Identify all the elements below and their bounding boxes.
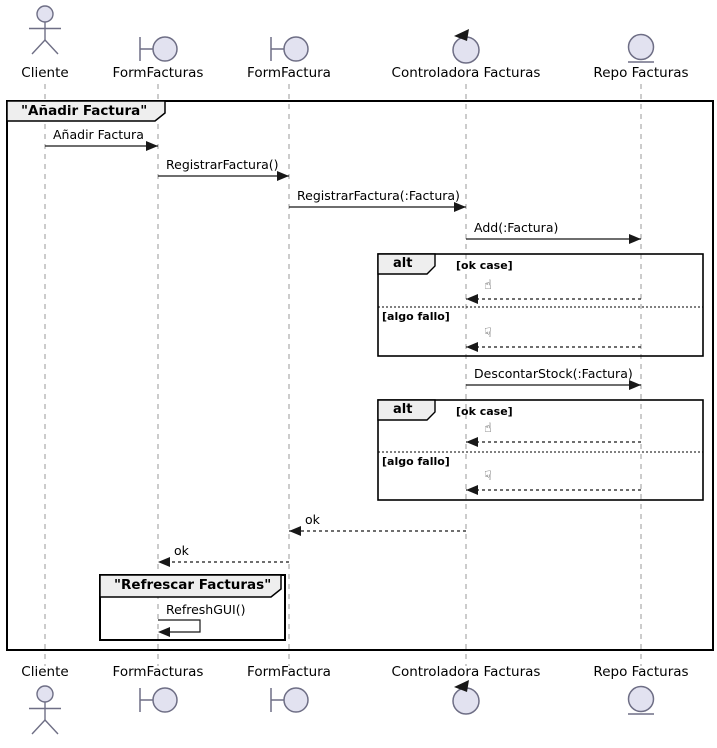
message-12-refreshgui-line [158, 619, 201, 633]
message-10-ok-label: ok [305, 512, 320, 527]
alt-fragment-1-border [377, 253, 704, 357]
participant-cliente-top-actor-icon-leg-l [31, 39, 46, 55]
alt-fragment-1-guard-fail: [algo fallo] [382, 310, 450, 323]
main-frame-title: "Añadir Factura" [21, 103, 148, 119]
participant-controladora-facturas-top-control-icon-arrow [454, 29, 469, 41]
message-4-add-factura-arrowhead [629, 234, 641, 244]
main-frame-tab [6, 100, 166, 122]
participant-repo-facturas-bottom-entity-icon-circle [627, 685, 655, 713]
participant-cliente-bottom-actor-icon-leg-l [31, 719, 46, 735]
participant-formfactura-bottom-boundary-icon-circle [283, 687, 309, 713]
participant-cliente-label-top: Cliente [21, 65, 69, 81]
message-2-registrarfactura-label: RegistrarFactura() [166, 157, 279, 172]
alt-fragment-1-operator-tab [377, 253, 436, 275]
message-12-refreshgui-label: RefreshGUI() [166, 602, 246, 617]
participant-cliente-label-bottom: Cliente [21, 664, 69, 680]
thumbs-down-icon: ☟ [484, 326, 492, 341]
message-12-refreshgui-arrowhead [158, 627, 170, 637]
participant-formfactura-label-top: FormFactura [247, 65, 331, 81]
participant-cliente-bottom-actor-icon-head [36, 685, 54, 703]
participant-formfacturas-label-bottom: FormFacturas [112, 664, 204, 680]
inner-frame-title: "Refrescar Facturas" [114, 577, 272, 593]
alt-fragment-2-guard-fail: [algo fallo] [382, 455, 450, 468]
message-4-add-factura-label: Add(:Factura) [474, 220, 559, 235]
participant-repo-facturas-label-top: Repo Facturas [593, 65, 689, 81]
thumbs-up-icon: ☝ [484, 421, 492, 436]
alt-fragment-2-border [377, 399, 704, 501]
participant-controladora-facturas-label-top: Controladora Facturas [391, 65, 541, 81]
message-11-ok-arrowhead [158, 557, 170, 567]
message-7-descontarstock-factura-arrowhead [629, 380, 641, 390]
participant-controladora-facturas-bottom-control-icon-arrow [454, 680, 469, 692]
participant-formfacturas-bottom-boundary-icon-circle [152, 687, 178, 713]
main-frame-border [6, 100, 714, 651]
alt-fragment-2-guard-ok: [ok case] [456, 405, 513, 418]
participant-formfactura-top-boundary-icon-circle [283, 36, 309, 62]
participant-formfacturas-top-boundary-icon-circle [152, 36, 178, 62]
alt-fragment-2-operator-tab [377, 399, 436, 421]
participant-cliente-bottom-actor-icon-leg-r [44, 719, 59, 735]
participant-cliente-top-actor-icon-head [36, 5, 54, 23]
inner-frame-tab [99, 574, 282, 598]
participant-repo-facturas-label-bottom: Repo Facturas [593, 664, 689, 680]
participant-controladora-facturas-bottom-control-icon-circle [452, 687, 480, 715]
participant-controladora-facturas-top-control-icon-circle [452, 36, 480, 64]
alt-fragment-1-operator-label: alt [393, 256, 413, 271]
participant-cliente-top-actor-icon-leg-r [44, 39, 59, 55]
message-5-thumbs-up-arrowhead [466, 294, 478, 304]
message-10-ok-arrowhead [289, 526, 301, 536]
thumbs-up-icon: ☝ [484, 278, 492, 293]
message-6-thumbs-down-arrowhead [466, 342, 478, 352]
alt-fragment-1-guard-ok: [ok case] [456, 259, 513, 272]
message-3-registrarfactura-factura-arrowhead [454, 202, 466, 212]
alt-fragment-2-operator-label: alt [393, 402, 413, 417]
message-1-a-adir-factura-arrowhead [146, 141, 158, 151]
participant-repo-facturas-top-entity-icon-circle [627, 33, 655, 61]
participant-formfacturas-label-top: FormFacturas [112, 65, 204, 81]
message-3-registrarfactura-factura-label: RegistrarFactura(:Factura) [297, 188, 460, 203]
thumbs-down-icon: ☟ [484, 469, 492, 484]
message-8-thumbs-up-arrowhead [466, 437, 478, 447]
participant-formfactura-label-bottom: FormFactura [247, 664, 331, 680]
message-11-ok-label: ok [174, 543, 189, 558]
message-7-descontarstock-factura-label: DescontarStock(:Factura) [474, 366, 633, 381]
message-9-thumbs-down-arrowhead [466, 485, 478, 495]
message-1-a-adir-factura-label: Añadir Factura [53, 127, 144, 142]
message-2-registrarfactura-arrowhead [277, 171, 289, 181]
participant-controladora-facturas-label-bottom: Controladora Facturas [391, 664, 541, 680]
